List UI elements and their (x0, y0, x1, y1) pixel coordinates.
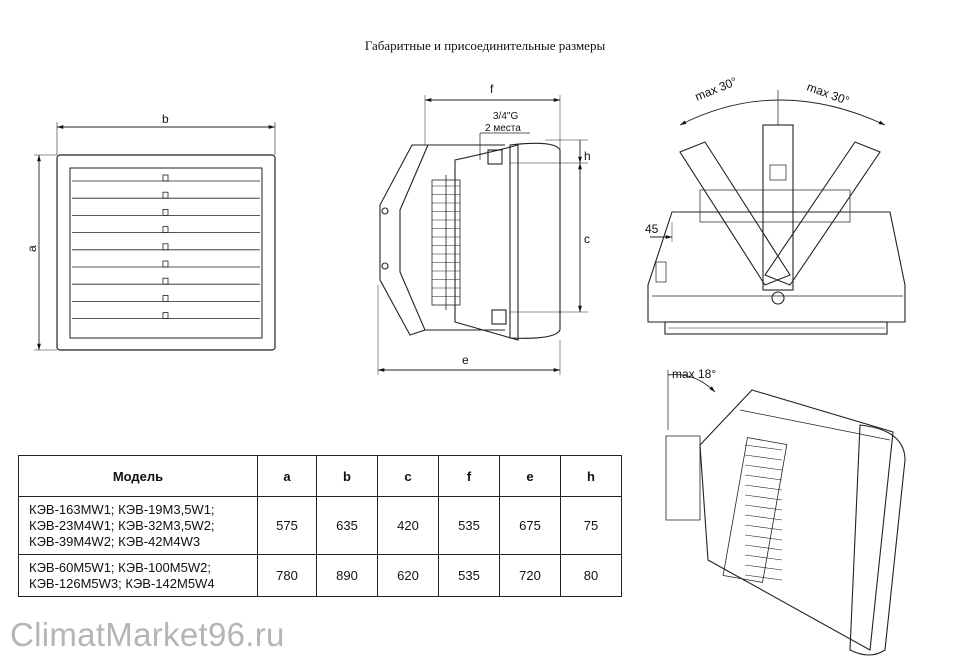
grille-line (744, 484, 783, 491)
grille-line (744, 524, 783, 531)
table-row: КЭВ-60М5W1; КЭВ-100М5W2; КЭВ-126М5W3; КЭ… (18, 554, 622, 597)
value-c: 620 (377, 554, 439, 597)
grille-line (744, 454, 783, 461)
value-e: 675 (499, 496, 561, 555)
dim-h-label: h (584, 149, 591, 163)
value-f: 535 (438, 554, 500, 597)
model-line: КЭВ-23М4W1; КЭВ-32М3,5W2; (29, 517, 215, 533)
grille-line (744, 514, 783, 521)
col-header-c: c (377, 455, 439, 497)
connection-qty-label: 2 места (485, 123, 521, 134)
offset-label: 45 (645, 222, 659, 236)
value-h: 80 (560, 554, 622, 597)
top-view (647, 90, 906, 335)
grille-line (744, 574, 783, 581)
louvre-clip (162, 312, 169, 320)
dim-b-label: b (162, 112, 169, 126)
value-b: 890 (316, 554, 378, 597)
louvre-clip (162, 294, 169, 302)
col-header-b: b (316, 455, 378, 497)
louvre-clip (162, 191, 169, 199)
value-a: 780 (257, 554, 317, 597)
grille-line (744, 544, 783, 551)
dim-e-label: e (462, 353, 469, 367)
louvre-clip (162, 208, 169, 216)
angle-right-label: max 30° (805, 80, 851, 108)
louvre-slats (72, 174, 260, 320)
front-view (34, 122, 276, 351)
grille-line (744, 564, 783, 571)
grille-line (744, 554, 783, 561)
page-title: Габаритные и присоединительные размеры (364, 38, 606, 53)
dim-a-label: a (25, 245, 39, 252)
louvre-clip (162, 260, 169, 268)
side-view (377, 95, 588, 375)
col-header-f: f (438, 455, 500, 497)
louvre-clip (162, 174, 169, 182)
model-cell: КЭВ-163MW1; КЭВ-19М3,5W1; КЭВ-23М4W1; КЭ… (18, 496, 258, 555)
grille-line (744, 494, 783, 501)
grille-line (744, 474, 783, 481)
angle-left-label: max 30° (693, 74, 739, 104)
louvre-clip (162, 243, 169, 251)
col-header-model: Модель (18, 455, 258, 497)
connection-size-label: 3/4"G (493, 111, 518, 122)
value-e: 720 (499, 554, 561, 597)
col-header-a: a (257, 455, 317, 497)
value-f: 535 (438, 496, 500, 555)
table-header-row: Модель a b c f e h (18, 455, 622, 497)
grille-line (744, 444, 783, 451)
model-line: КЭВ-60М5W1; КЭВ-100М5W2; (29, 559, 211, 575)
model-cell: КЭВ-60М5W1; КЭВ-100М5W2; КЭВ-126М5W3; КЭ… (18, 554, 258, 597)
watermark: ClimatMarket96.ru (10, 616, 285, 653)
col-header-h: h (560, 455, 622, 497)
model-line: КЭВ-126М5W3; КЭВ-142М5W4 (29, 575, 215, 591)
model-line: КЭВ-39М4W2; КЭВ-42М4W3 (29, 533, 201, 549)
tilted-grille (744, 444, 783, 581)
dimensions-table: Модель a b c f e h КЭВ-163MW1; КЭВ-19М3,… (18, 455, 622, 597)
louvre-clip (162, 226, 169, 234)
dim-f-label: f (490, 82, 494, 96)
grille-line (744, 534, 783, 541)
value-h: 75 (560, 496, 622, 555)
value-a: 575 (257, 496, 317, 555)
col-header-e: e (499, 455, 561, 497)
tilt-angle-label: max 18° (672, 367, 716, 381)
value-b: 635 (316, 496, 378, 555)
grille-line (744, 464, 783, 471)
louvre-clip (162, 277, 169, 285)
model-line: КЭВ-163MW1; КЭВ-19М3,5W1; (29, 501, 215, 517)
dim-c-label: c (584, 232, 590, 246)
value-c: 420 (377, 496, 439, 555)
table-row: КЭВ-163MW1; КЭВ-19М3,5W1; КЭВ-23М4W1; КЭ… (18, 496, 622, 555)
tilted-view (665, 370, 906, 656)
grille-line (744, 504, 783, 511)
